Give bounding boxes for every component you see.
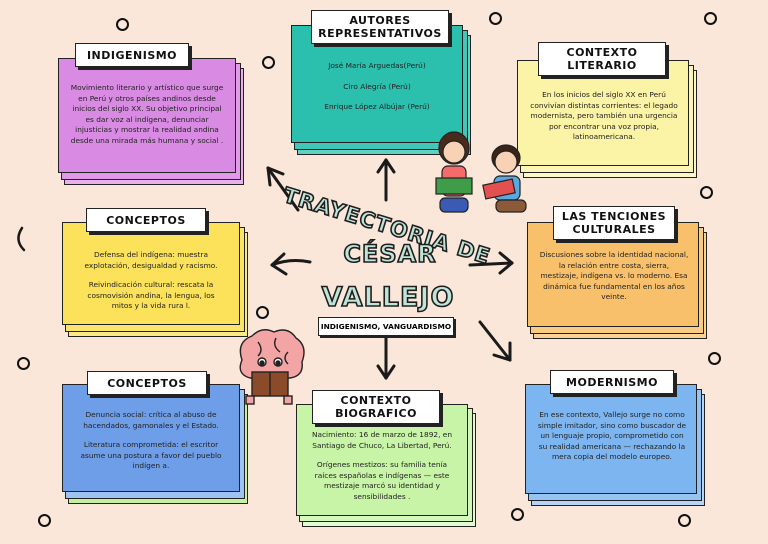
card-conceptos-1: Defensa del indígena: muestra explotació… [62, 222, 248, 337]
contexto-biografico-p2: Orígenes mestizos: su familia tenía raíc… [314, 460, 450, 501]
conceptos-2-p2: Literatura comprometida: el escritor asu… [80, 440, 222, 471]
decor-circle [116, 18, 129, 31]
card-contexto-literario: En los inicios del siglo XX en Perú conv… [517, 60, 697, 178]
decor-circle [256, 306, 269, 319]
contexto-biografico-p1: Nacimiento: 16 de marzo de 1892, en Sant… [311, 430, 453, 450]
contexto-literario-text: En los inicios del siglo XX en Perú conv… [530, 90, 678, 142]
decor-circle [489, 12, 502, 25]
decor-circle [17, 357, 30, 370]
conceptos-2-text: Denuncia social: crítica al abuso de hac… [76, 410, 226, 481]
kids-reading-illustration [435, 131, 527, 213]
contexto-literario-title-line2: LITERARIO [567, 59, 637, 72]
card-indigenismo: Movimiento literario y artístico que sur… [58, 58, 244, 185]
brain-reading-illustration [239, 329, 305, 405]
conceptos-1-title: CONCEPTOS [86, 208, 206, 232]
decor-circle [38, 514, 51, 527]
card-conceptos-2: Denuncia social: crítica al abuso de hac… [62, 384, 248, 504]
decor-circle [678, 514, 691, 527]
tensiones-title-line2: CULTURALES [572, 223, 656, 236]
conceptos-1-p1: Defensa del indígena: muestra explotació… [84, 250, 218, 270]
modernismo-title: MODERNISMO [550, 370, 674, 394]
decor-circle [511, 508, 524, 521]
decor-circle [700, 186, 713, 199]
card-autores: José María Arguedas(Perú) Ciro Alegría (… [291, 25, 471, 155]
main-title-line2: CÉSAR [343, 239, 437, 269]
indigenismo-title: INDIGENISMO [75, 43, 189, 67]
main-subtitle: INDIGENISMO, VANGUARDISMO [318, 317, 454, 336]
decor-circle [704, 12, 717, 25]
indigenismo-text: Movimiento literario y artístico que sur… [70, 83, 224, 145]
autores-title-line2: REPRESENTATIVOS [318, 27, 442, 40]
author-item: Enrique López Albújar (Perú) [324, 102, 430, 112]
card-modernismo: En ese contexto, Vallejo surge no como s… [525, 384, 705, 506]
decor-circle [708, 352, 721, 365]
contexto-biografico-title-line2: BIOGRAFICO [335, 407, 417, 420]
decor-circle [262, 56, 275, 69]
modernismo-text: En ese contexto, Vallejo surge no como s… [537, 410, 687, 462]
author-item: Ciro Alegría (Perú) [343, 81, 411, 91]
conceptos-2-title: CONCEPTOS [87, 371, 207, 395]
author-item: José María Arguedas(Perú) [328, 61, 426, 70]
conceptos-2-p1: Denuncia social: crítica al abuso de hac… [83, 410, 219, 430]
autores-title: AUTORES REPRESENTATIVOS [311, 10, 449, 44]
conceptos-1-p2: Reivindicación cultural: rescata la cosm… [87, 280, 215, 311]
conceptos-1-text: Defensa del indígena: muestra explotació… [76, 250, 226, 321]
tensiones-text: Discusiones sobre la identidad nacional,… [539, 250, 689, 302]
contexto-biografico-title: CONTEXTO BIOGRAFICO [312, 390, 440, 424]
authors-list: José María Arguedas(Perú) Ciro Alegría (… [301, 61, 453, 122]
main-title-line3: VALLEJO [321, 281, 455, 314]
contexto-biografico-text: Nacimiento: 16 de marzo de 1892, en Sant… [306, 430, 458, 512]
contexto-literario-title-line1: CONTEXTO [566, 46, 638, 59]
tensiones-title-line1: LAS TENCIONES [561, 210, 667, 223]
contexto-biografico-title-line1: CONTEXTO [340, 394, 412, 407]
autores-title-line1: AUTORES [349, 14, 411, 27]
tensiones-title: LAS TENCIONES CULTURALES [553, 206, 675, 240]
contexto-literario-title: CONTEXTO LITERARIO [538, 42, 666, 76]
